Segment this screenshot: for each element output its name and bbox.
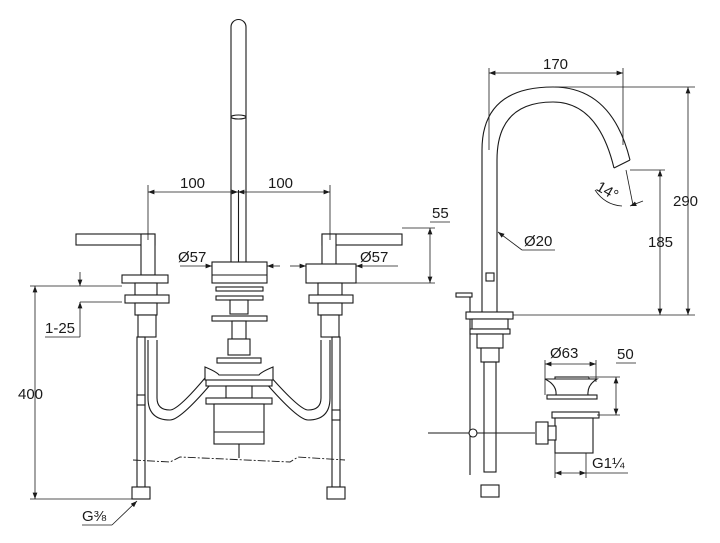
front-view: 100 100 Ø57 Ø57 55 1-25 400	[18, 19, 450, 526]
spout-angle-label: 14°	[593, 178, 621, 204]
outlet-height-label: 185	[648, 234, 673, 251]
spout-reach-label: 170	[543, 56, 568, 73]
side-drain	[535, 376, 600, 454]
spout	[230, 19, 247, 262]
spout-diameter-label: Ø20	[524, 233, 552, 250]
dimensions-front: 100 100 Ø57 Ø57 55 1-25 400	[18, 175, 450, 526]
connection-thread-label: G⅜	[82, 508, 107, 525]
diameter-right-label: Ø57	[360, 249, 388, 266]
side-view: 170 290 185 14° Ø20 Ø63 50	[428, 56, 698, 498]
drain-diameter-label: Ø63	[550, 345, 578, 362]
supply-legs	[131, 336, 346, 500]
total-height-label: 290	[673, 193, 698, 210]
handle-height-label: 55	[432, 205, 449, 222]
spacing-left-label: 100	[180, 175, 205, 192]
left-handle	[75, 233, 170, 338]
deck-thickness-label: 1-25	[45, 320, 75, 337]
hoses	[147, 340, 331, 421]
side-base	[428, 292, 535, 498]
spacing-right-label: 100	[268, 175, 293, 192]
center-base	[211, 261, 268, 356]
drain-height-label: 50	[617, 346, 634, 363]
deck-line	[132, 456, 346, 463]
drain	[204, 357, 274, 458]
gooseneck-spout	[481, 86, 631, 312]
diameter-left-label: Ø57	[178, 249, 206, 266]
hose-length-label: 400	[18, 386, 43, 403]
drain-thread-label: G1¼	[592, 455, 625, 472]
right-handle	[305, 233, 403, 338]
